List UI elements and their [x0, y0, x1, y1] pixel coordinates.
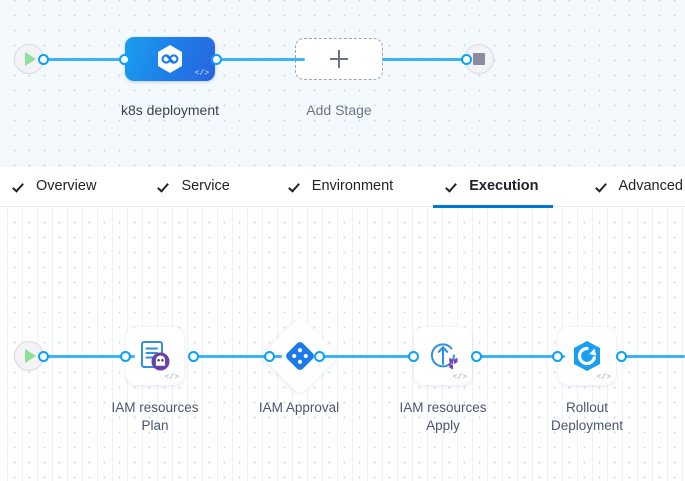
- step-node-label-iam-resources-plan: IAM resources Plan: [111, 400, 199, 433]
- step-rollout-output-port[interactable]: [616, 351, 627, 362]
- stage-connector-start-to-stage: [40, 58, 130, 61]
- stage-canvas[interactable]: </> k8s deployment Add Stage: [0, 0, 685, 167]
- exec-connector-start-to-plan: [40, 355, 135, 358]
- stage-connector-addstage-to-end: [382, 58, 467, 61]
- step-plan-output-port[interactable]: [188, 351, 199, 362]
- step-node-rollout-deployment[interactable]: </>: [558, 327, 616, 385]
- step-node-label-iam-approval: IAM Approval: [258, 400, 340, 415]
- step-node-iam-resources-apply[interactable]: </>: [414, 327, 472, 385]
- stage-node-k8s-deployment[interactable]: </>: [125, 37, 215, 81]
- stage-end-port[interactable]: [461, 54, 472, 65]
- stage-start-port[interactable]: [38, 54, 49, 65]
- tab-environment[interactable]: Environment: [276, 167, 407, 207]
- tab-overview-label: Overview: [36, 178, 97, 195]
- k8s-rollout-icon: [570, 339, 604, 373]
- add-stage-label: Add Stage: [306, 102, 372, 118]
- stop-square-icon: [473, 53, 485, 65]
- step-apply-output-port[interactable]: [471, 351, 482, 362]
- step-node-iam-resources-plan[interactable]: </>: [126, 327, 184, 385]
- tab-advanced[interactable]: Advanced: [583, 167, 685, 207]
- step-rollout-input-port[interactable]: [552, 351, 563, 362]
- stage-connector-stage-to-addstage: [215, 58, 305, 61]
- stage-node-output-port[interactable]: [211, 54, 222, 65]
- exec-connector-plan-to-approval: [192, 355, 282, 358]
- terraform-apply-icon: [425, 338, 461, 374]
- approval-diamond-icon: [272, 328, 328, 384]
- stage-node-label: k8s deployment: [120, 102, 220, 118]
- tab-advanced-label: Advanced: [618, 178, 684, 195]
- stage-node-input-port[interactable]: [119, 54, 130, 65]
- check-icon: [597, 180, 610, 193]
- play-icon: [25, 52, 36, 66]
- play-icon: [25, 349, 36, 363]
- stage-config-tabs: Overview Service Environment Execution A…: [0, 167, 685, 208]
- tab-service[interactable]: Service: [145, 167, 243, 207]
- tab-execution[interactable]: Execution: [433, 167, 553, 208]
- tab-service-label: Service: [181, 178, 230, 195]
- check-icon: [14, 180, 27, 193]
- plus-icon: [330, 50, 348, 68]
- step-code-icon[interactable]: </>: [452, 373, 467, 382]
- exec-connector-approval-to-apply: [318, 355, 414, 358]
- step-approval-output-port[interactable]: [314, 351, 325, 362]
- exec-connector-apply-to-rollout: [475, 355, 565, 358]
- check-icon: [159, 180, 172, 193]
- step-node-label-rollout-deployment: Rollout Deployment: [550, 400, 624, 433]
- check-icon: [290, 180, 303, 193]
- tab-overview[interactable]: Overview: [0, 167, 110, 207]
- exec-start-port[interactable]: [38, 351, 49, 362]
- add-stage-button[interactable]: [295, 38, 383, 80]
- step-approval-input-port[interactable]: [264, 351, 275, 362]
- step-apply-input-port[interactable]: [408, 351, 419, 362]
- active-tab-underline: [433, 204, 553, 208]
- step-node-label-iam-resources-apply: IAM resources Apply: [399, 400, 487, 433]
- step-plan-input-port[interactable]: [120, 351, 131, 362]
- check-icon: [447, 180, 460, 193]
- harness-hexagon-icon: [156, 44, 184, 74]
- tab-execution-label: Execution: [469, 178, 539, 195]
- step-code-icon[interactable]: </>: [164, 373, 179, 382]
- terraform-plan-icon: [138, 339, 172, 373]
- exec-connector-rollout-to-next: [620, 355, 685, 358]
- tab-environment-label: Environment: [311, 178, 394, 195]
- step-code-icon[interactable]: </>: [596, 373, 611, 382]
- execution-canvas[interactable]: </> IAM resources Plan IAM Approval: [0, 208, 685, 481]
- stage-code-icon[interactable]: </>: [194, 69, 209, 78]
